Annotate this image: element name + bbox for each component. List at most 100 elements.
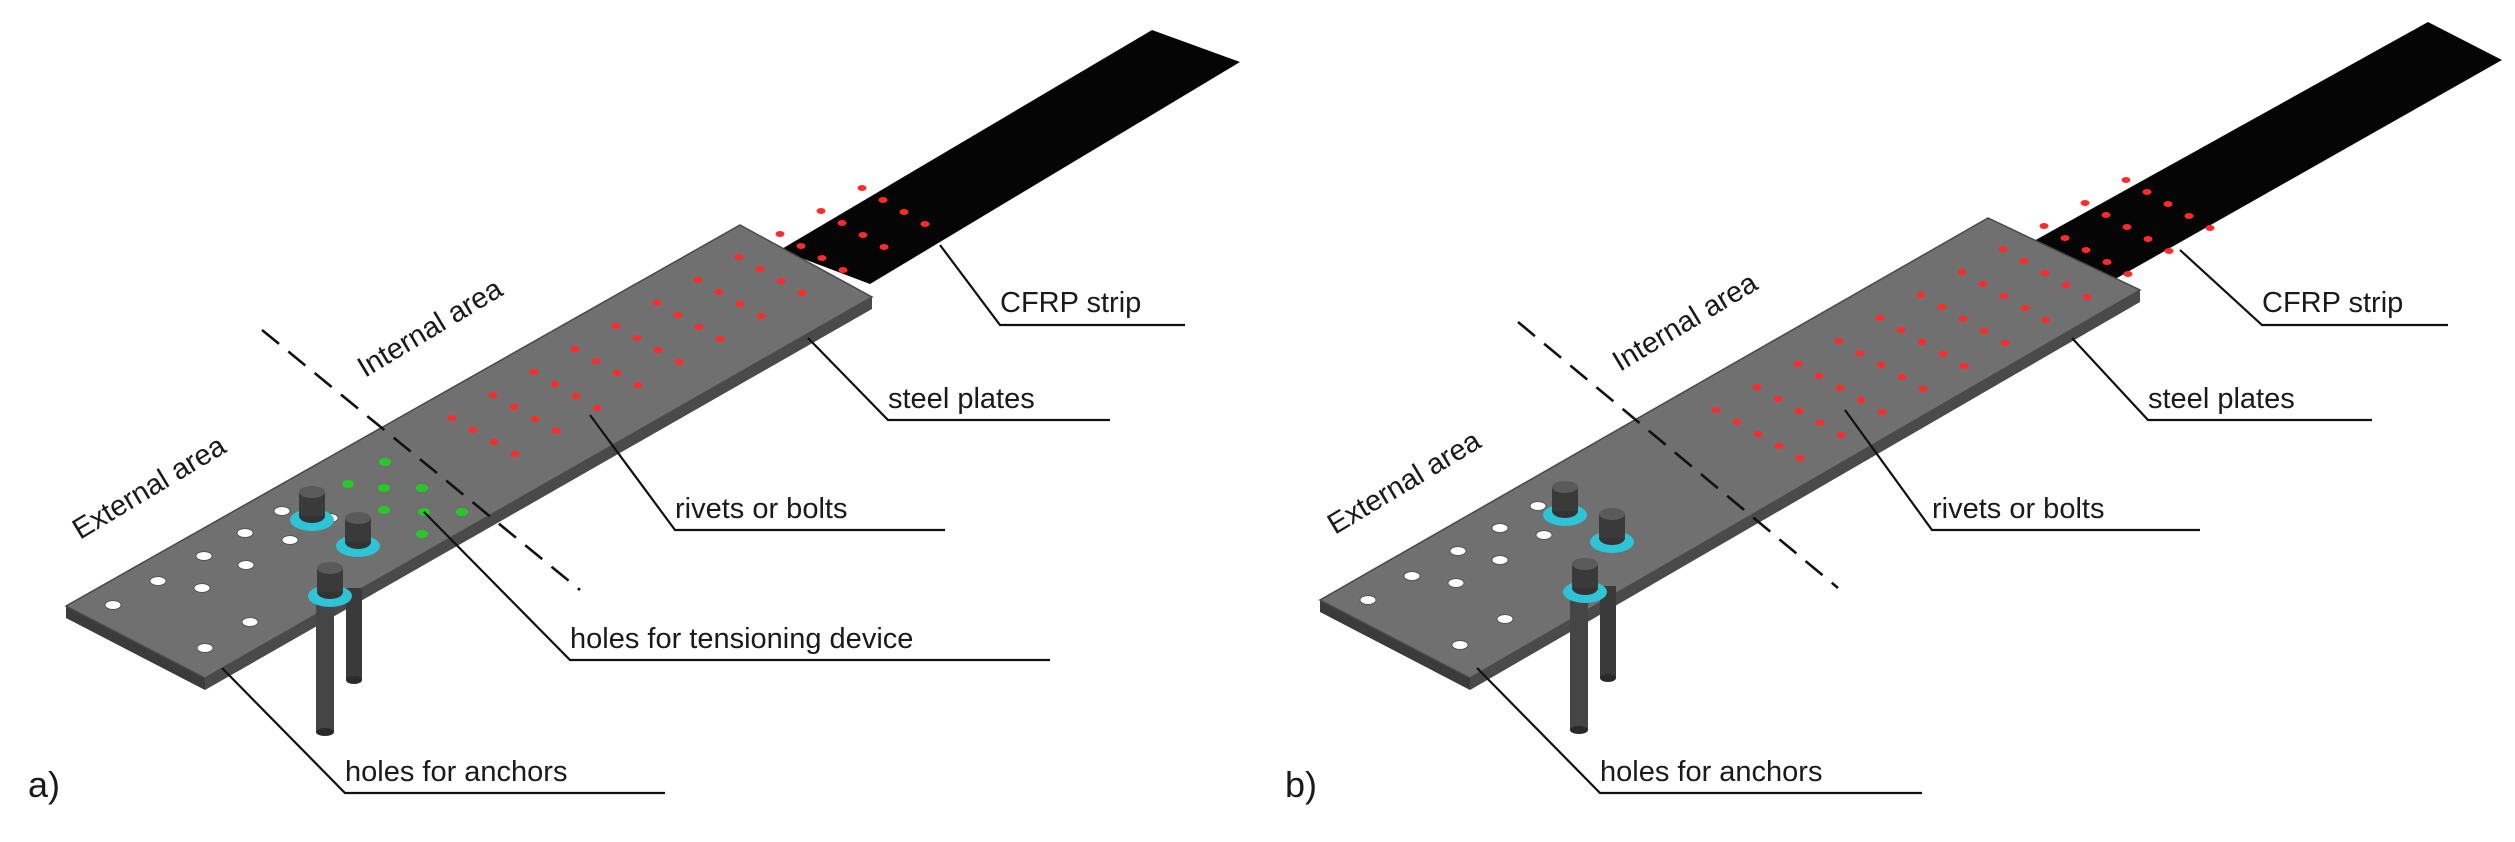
leader-steel-plates <box>2071 337 2372 422</box>
rivet <box>1752 384 1762 390</box>
rivet <box>2019 258 2029 264</box>
rivet <box>1732 419 1742 425</box>
rivet <box>858 232 868 238</box>
rivet <box>2121 177 2131 183</box>
internal-area-label: Internal area <box>352 272 509 384</box>
leader-rivets <box>1844 409 2200 532</box>
steel-plate-edge-side <box>1470 290 2140 690</box>
rivet <box>756 313 766 319</box>
rivet <box>2164 248 2174 254</box>
rivet <box>1835 385 1845 391</box>
rivet <box>755 266 765 272</box>
rivets-or-bolts-label: rivets or bolts <box>675 493 847 525</box>
steel-plate-edge-side <box>205 297 872 690</box>
rivet <box>1897 374 1907 380</box>
rivet <box>775 231 785 237</box>
rivet <box>2184 213 2194 219</box>
rivet <box>1876 362 1886 368</box>
rivet <box>2040 270 2050 276</box>
rivet <box>1937 304 1947 310</box>
rivet <box>2000 340 2010 346</box>
rivet <box>489 439 499 445</box>
panel-a: External area Internal area CFRP strip s… <box>28 30 1240 805</box>
anchor-bolt <box>1543 481 1587 526</box>
rivet <box>571 393 581 399</box>
rivet <box>1896 327 1906 333</box>
anchor-bolt <box>1563 558 1607 603</box>
rivet <box>488 392 498 398</box>
cfrp-strip <box>780 30 1240 284</box>
rivet <box>1815 420 1825 426</box>
rivet <box>817 255 827 261</box>
rivet <box>2041 317 2051 323</box>
rivet <box>715 336 725 342</box>
rivets <box>447 185 930 457</box>
leader-cfrp-strip <box>939 244 1185 327</box>
rivet <box>776 278 786 284</box>
rivet <box>1856 397 1866 403</box>
rivet <box>530 416 540 422</box>
rivet <box>447 415 457 421</box>
anchor-bolts <box>1543 481 1634 603</box>
rivet <box>2122 224 2132 230</box>
rivet <box>2020 305 2030 311</box>
rivet <box>694 324 704 330</box>
leader-anchor-holes <box>1476 667 1922 795</box>
rivet <box>652 300 662 306</box>
panel-label-a: a) <box>28 764 60 805</box>
rivet <box>1938 351 1948 357</box>
rivets-or-bolts-label: rivets or bolts <box>1932 493 2104 525</box>
rivet <box>693 277 703 283</box>
anchor-holes <box>104 506 339 653</box>
holes-for-anchors-label: holes for anchors <box>1600 756 1822 788</box>
rivet <box>673 312 683 318</box>
anchor-bolt <box>336 512 380 557</box>
panel-label-b: b) <box>1285 764 1317 805</box>
rivet <box>2101 212 2111 218</box>
cfrp-strip-label: CFRP strip <box>2262 287 2403 319</box>
rivet <box>570 346 580 352</box>
rivet <box>735 301 745 307</box>
rivet <box>816 208 826 214</box>
leader-steel-plates <box>807 337 1110 422</box>
rivet <box>1979 328 1989 334</box>
rivet <box>2142 189 2152 195</box>
rivet <box>510 451 520 457</box>
holes-for-tensioning-device-label: holes for tensioning device <box>570 623 913 655</box>
rivet <box>529 369 539 375</box>
rivet <box>551 428 561 434</box>
anchor-bolt <box>290 486 334 531</box>
rivet <box>2039 223 2049 229</box>
rivet <box>1773 396 1783 402</box>
anchor-bolt <box>308 562 352 607</box>
rivet <box>632 335 642 341</box>
leader-anchor-holes <box>221 667 665 795</box>
anchor-bolt <box>1590 508 1634 553</box>
rivet <box>1875 315 1885 321</box>
tensioning-holes <box>342 458 468 538</box>
rivet <box>550 381 560 387</box>
rivet <box>1855 350 1865 356</box>
rivet <box>1918 386 1928 392</box>
anchor-rods <box>1570 586 1616 734</box>
rivet <box>1753 431 1763 437</box>
rivet <box>920 221 930 227</box>
area-boundary-dashed <box>1517 321 1839 589</box>
rivet <box>2143 236 2153 242</box>
rivet <box>2123 271 2133 277</box>
rivet <box>857 185 867 191</box>
rivet <box>837 220 847 226</box>
leader-tensioning-holes <box>423 511 1050 662</box>
rivet <box>1795 455 1805 461</box>
rivet <box>674 359 684 365</box>
rivet <box>1999 293 2009 299</box>
steel-plate-edge <box>66 606 205 690</box>
rivet <box>2163 201 2173 207</box>
rivet <box>1711 407 1721 413</box>
rivet <box>1774 443 1784 449</box>
rivet <box>714 289 724 295</box>
rivet <box>468 427 478 433</box>
rivet <box>1959 363 1969 369</box>
anchor-rods <box>316 588 362 736</box>
